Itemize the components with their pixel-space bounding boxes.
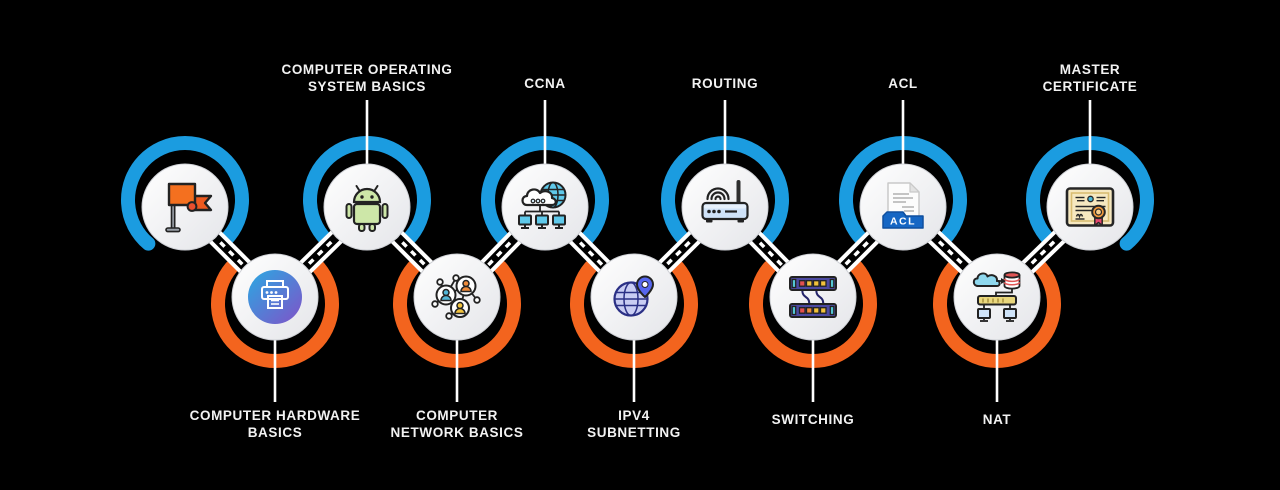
- node-circle-computer-network-basics: [413, 253, 501, 341]
- label-ccna: CCNA: [524, 76, 566, 91]
- people-network-icon: [431, 274, 481, 320]
- nat-diagram-icon: [972, 271, 1021, 322]
- label-computer-operating-system-basics: COMPUTER OPERATING SYSTEM BASICS: [281, 62, 453, 94]
- label-master-certificate: MASTER CERTIFICATE: [1042, 62, 1138, 94]
- ring-start: [121, 136, 249, 251]
- label-computer-hardware-basics: COMPUTER HARDWARE BASICS: [189, 408, 361, 440]
- network-switch-icon: [789, 276, 837, 318]
- node-circle-ccna: [501, 163, 589, 251]
- label-nat: NAT: [982, 412, 1012, 427]
- label-ipv4-subnetting: IPV4 SUBNETTING: [587, 408, 681, 440]
- globe-pin-icon: [613, 275, 654, 317]
- acl-file-icon: ACL: [882, 182, 924, 229]
- node-circle-start: [141, 163, 229, 251]
- label-acl: ACL: [888, 76, 918, 91]
- certificate-icon: [1065, 187, 1115, 227]
- android-icon: [345, 185, 389, 232]
- label-routing: ROUTING: [691, 76, 759, 91]
- flag-icon: [165, 182, 213, 233]
- wireless-router-icon: [701, 180, 749, 223]
- cloud-network-icon: [518, 181, 567, 229]
- label-switching: SWITCHING: [771, 412, 855, 427]
- printer-icon: [248, 270, 302, 324]
- label-computer-network-basics: COMPUTER NETWORK BASICS: [390, 408, 524, 440]
- acl-banner-text: ACL: [890, 216, 916, 228]
- node-circle-switching: [769, 253, 857, 341]
